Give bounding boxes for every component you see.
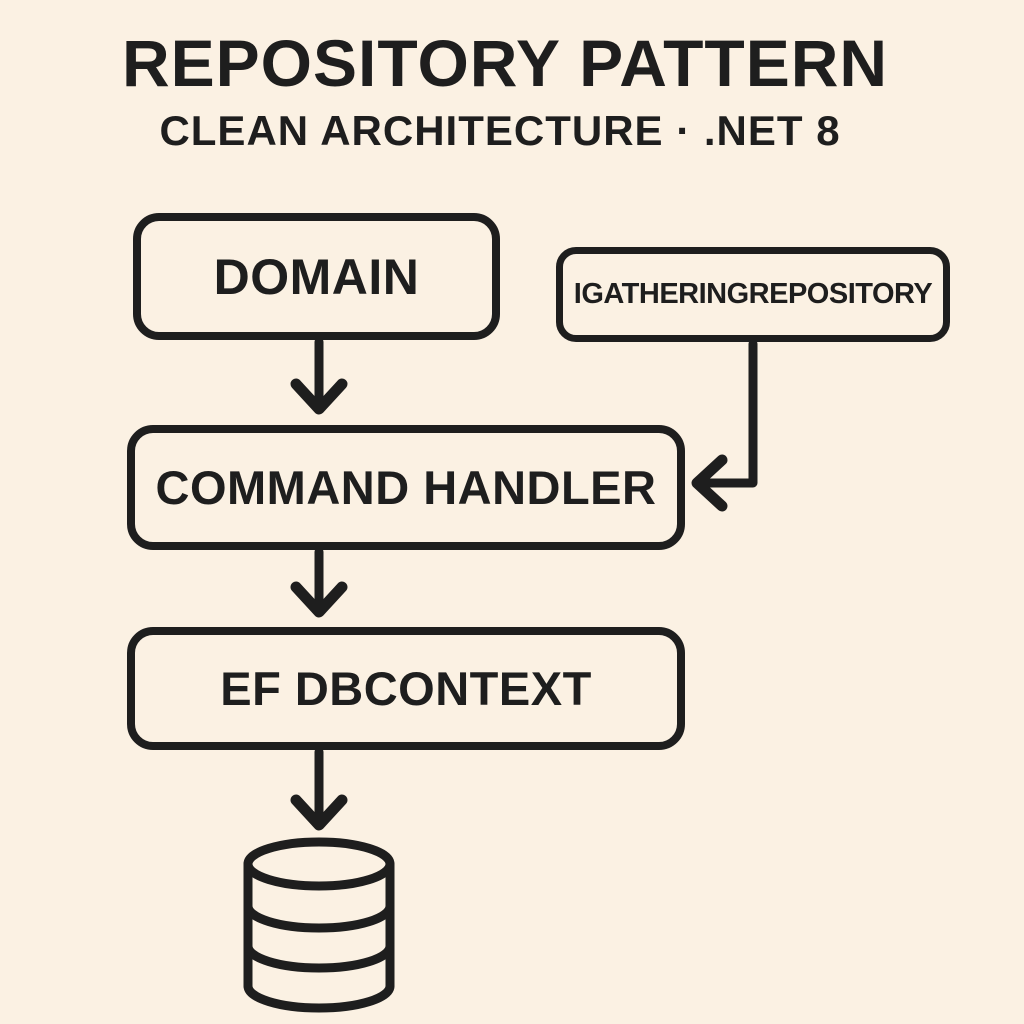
node-domain: DOMAIN	[133, 213, 500, 340]
database-cylinder-icon	[243, 837, 395, 1013]
arrow-ef-dbcontext-to-database	[290, 747, 348, 831]
node-igatheringrepository: IGATHERINGREPOSITORY	[556, 247, 950, 342]
page-title: REPOSITORY PATTERN	[121, 26, 889, 100]
arrow-domain-to-command-handler	[290, 337, 348, 415]
arrow-command-handler-to-ef-dbcontext	[290, 547, 348, 618]
node-domain-label: DOMAIN	[213, 248, 420, 305]
node-command-handler-label: COMMAND HANDLER	[155, 461, 657, 514]
page-subtitle: CLEAN ARCHITECTURE · .NET 8	[159, 107, 841, 154]
node-ef-dbcontext: EF DBCONTEXT	[127, 627, 685, 750]
node-command-handler: COMMAND HANDLER	[127, 425, 685, 550]
node-igatheringrepository-label: IGATHERINGREPOSITORY	[573, 278, 933, 310]
arrow-igatheringrepository-to-command-handler	[691, 339, 758, 512]
node-ef-dbcontext-label: EF DBCONTEXT	[220, 662, 592, 715]
